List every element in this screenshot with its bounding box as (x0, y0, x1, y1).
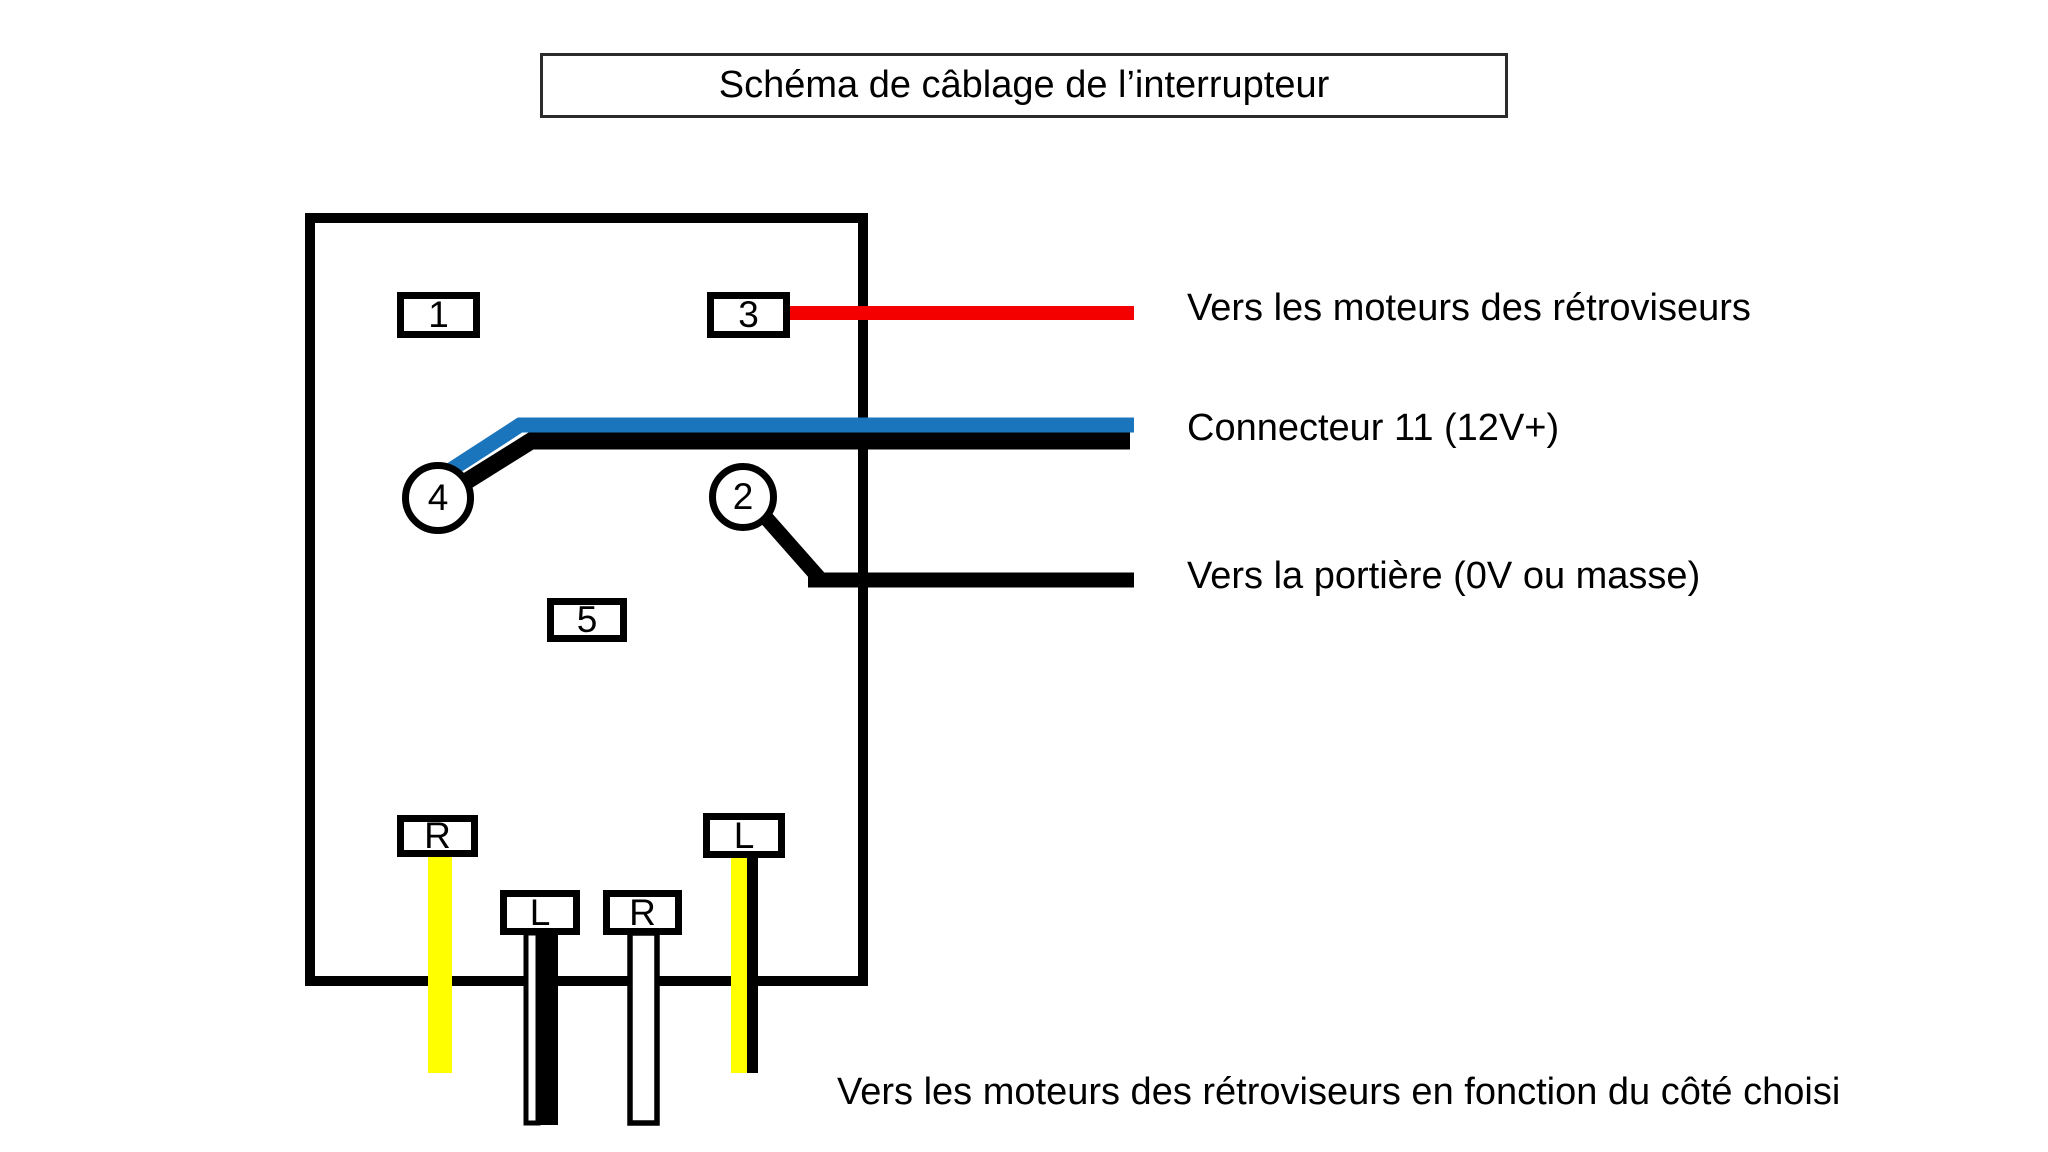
terminal-5: 5 (547, 598, 627, 642)
switch-body-outline (305, 213, 868, 986)
terminal-1-label: 1 (428, 294, 449, 335)
ground-wire-label: Vers la portière (0V ou masse) (1187, 555, 1701, 597)
terminal-l-mid: L (500, 890, 580, 935)
terminal-1: 1 (397, 292, 480, 338)
terminal-4-label: 4 (427, 477, 449, 518)
terminal-3-label: 3 (738, 294, 759, 335)
diagram-title-box: Schéma de câblage de l’interrupteur (540, 53, 1508, 118)
diagram-title: Schéma de câblage de l’interrupteur (718, 64, 1330, 106)
terminal-l-mid-label: L (529, 891, 551, 933)
bottom-caption: Vers les moteurs des rétroviseurs en fon… (837, 1071, 1841, 1113)
terminal-l-top-label: L (733, 814, 755, 856)
terminal-2: 2 (709, 463, 777, 531)
terminal-r-top-label: R (424, 815, 451, 856)
terminal-3: 3 (707, 292, 790, 338)
terminal-4: 4 (402, 462, 474, 534)
terminal-5-label: 5 (576, 599, 598, 640)
terminal-r-mid-label: R (629, 891, 656, 933)
terminal-r-mid: R (603, 890, 682, 935)
terminal-l-top: L (703, 813, 785, 858)
red-wire-label: Vers les moteurs des rétroviseurs (1187, 287, 1751, 329)
terminal-2-label: 2 (732, 476, 754, 517)
blue-wire-label: Connecteur 11 (12V+) (1187, 407, 1560, 449)
terminal-r-top: R (397, 815, 478, 857)
